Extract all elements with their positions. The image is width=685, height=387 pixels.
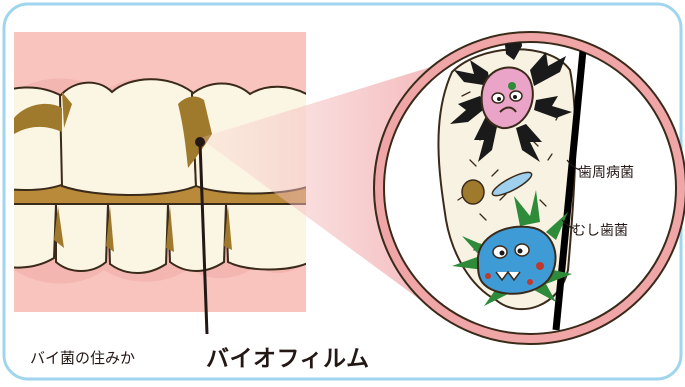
upper-tooth [58, 78, 198, 196]
plaque [178, 96, 212, 168]
periodontal-bacteria-label: 歯周病菌 [578, 165, 634, 181]
tooth-surface-line [552, 42, 588, 331]
magnifier-beam [200, 66, 434, 310]
plaque [166, 206, 174, 252]
pointer-line-cavity [561, 219, 575, 229]
plaque [62, 92, 72, 128]
lower-tooth [106, 203, 170, 274]
lower-tooth [166, 203, 228, 272]
brown-microbe [461, 179, 485, 205]
rod-microbe [491, 171, 533, 197]
caption-small: バイ菌の住みか [30, 349, 136, 367]
cavity-bacteria [452, 190, 572, 306]
lower-tooth [14, 203, 58, 269]
lower-tooth [55, 203, 110, 272]
caption-title: バイオフィルム [206, 346, 370, 372]
lower-gum [14, 262, 306, 312]
biofilm-pointer-dot [195, 137, 205, 147]
biofilm-pointer-line [198, 141, 209, 335]
lower-tooth [224, 203, 306, 271]
plaque [54, 206, 64, 248]
plaque [224, 206, 232, 250]
upper-gum [14, 32, 306, 96]
magnifier-lens [373, 31, 685, 345]
periodontal-bacteria [450, 42, 572, 162]
plaque [106, 206, 114, 252]
plaque [14, 103, 62, 134]
cavity-bacteria-label: むし歯菌 [572, 223, 628, 239]
pointer-line-periodontal [566, 159, 581, 171]
